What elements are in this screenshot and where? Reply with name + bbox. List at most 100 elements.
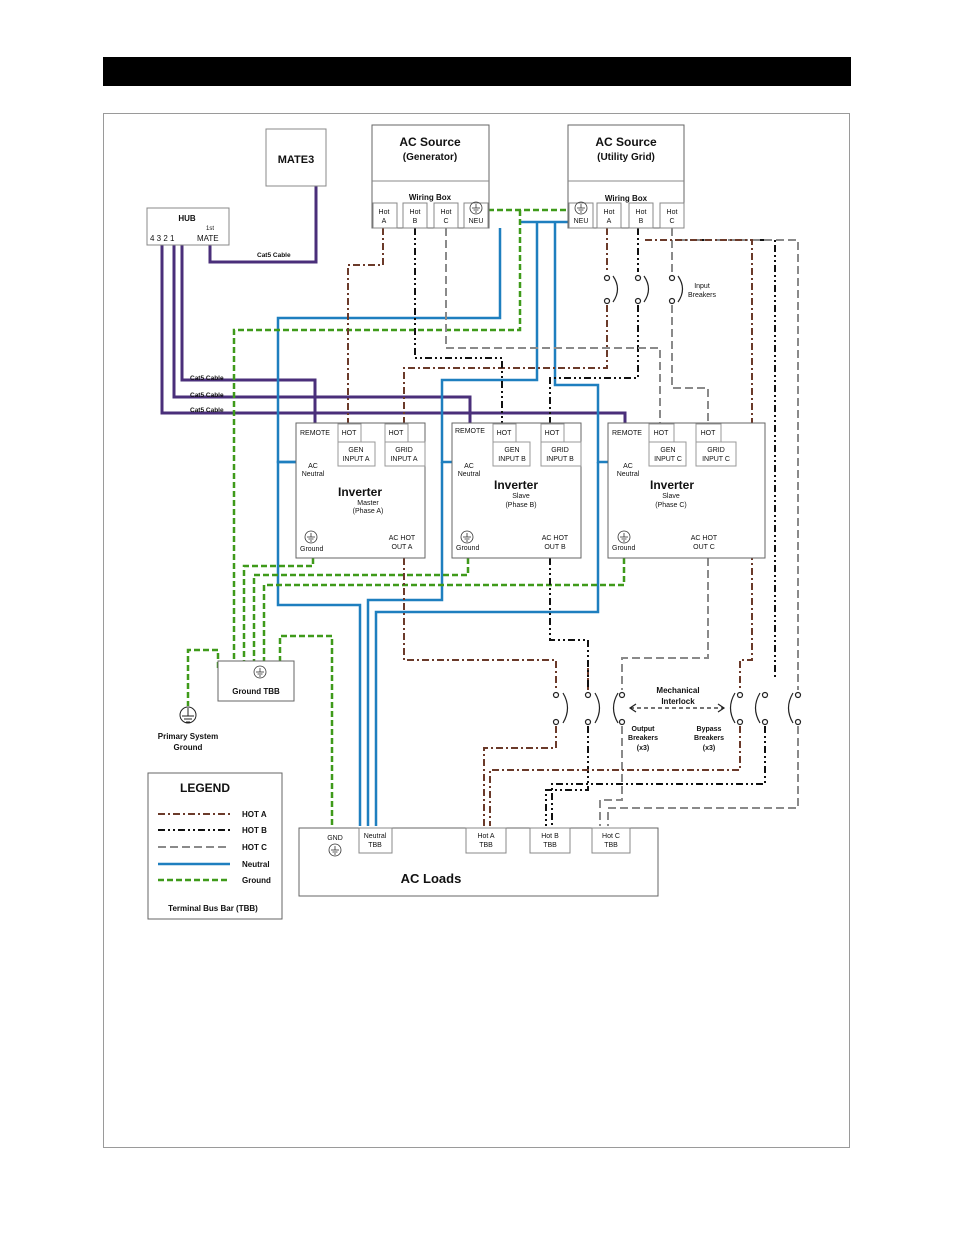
- legend-title: LEGEND: [180, 781, 230, 795]
- gen-hot-a-1: Hot: [379, 209, 390, 216]
- grid-neu: NEU: [574, 218, 589, 225]
- inv-c-hot-grid: HOT: [701, 430, 717, 437]
- inv-b-name: Inverter: [494, 478, 538, 492]
- inv-a-acn-1: AC: [308, 463, 318, 470]
- inv-a-grid-1: GRID: [395, 447, 413, 454]
- inv-c-gen-2: INPUT C: [654, 456, 682, 463]
- grid-hot-a-1: Hot: [604, 209, 615, 216]
- inv-c-out-2: OUT C: [693, 544, 715, 551]
- diagram-frame: [103, 113, 850, 1148]
- legend-ground: Ground: [242, 876, 271, 885]
- inv-b-acn-1: AC: [464, 463, 474, 470]
- gen-source-line2: (Generator): [403, 152, 457, 163]
- mate3-box: MATE3: [265, 128, 327, 187]
- neutral-tbb-1: Neutral: [364, 833, 387, 840]
- gen-hot-a-2: A: [382, 218, 387, 225]
- hot-c-tbb-1: Hot C: [602, 833, 620, 840]
- inv-c-phase: (Phase C): [655, 502, 687, 509]
- inv-c-ground: Ground: [612, 545, 635, 552]
- bypass-breakers-3: (x3): [703, 745, 715, 752]
- inv-a-phase: (Phase A): [353, 508, 384, 515]
- legend-hot-a: HOT A: [242, 810, 267, 819]
- legend: LEGEND HOT A HOT B HOT C Neutral Ground …: [147, 772, 283, 920]
- inv-a-name: Inverter: [338, 485, 382, 499]
- hub-mate: MATE: [197, 234, 219, 243]
- inv-b-gen-2: INPUT B: [498, 456, 526, 463]
- inv-c-role: Slave: [662, 493, 680, 500]
- inv-a-gen-1: GEN: [348, 447, 363, 454]
- cat5-label-1: Cat5 Cable: [190, 375, 224, 382]
- hub-mate-sup: 1st: [206, 226, 214, 232]
- input-breakers-line1: Input: [694, 283, 710, 290]
- inv-a-out-2: OUT A: [392, 544, 413, 551]
- inverter-b: REMOTE HOT GEN INPUT B HOT GRID INPUT B …: [451, 422, 582, 559]
- gen-neu: NEU: [469, 218, 484, 225]
- hub-box: HUB 4 3 2 1 1st MATE: [146, 207, 230, 246]
- hot-a-bypass: [489, 239, 753, 826]
- primary-ground-1: Primary System: [158, 732, 218, 741]
- gen-hot-b-1: Hot: [410, 209, 421, 216]
- inv-a-acn-2: Neutral: [302, 471, 325, 478]
- inv-c-grid-2: INPUT C: [702, 456, 730, 463]
- gen-source-line1: AC Source: [399, 135, 461, 149]
- inv-a-remote: REMOTE: [300, 430, 330, 437]
- primary-ground: Primary System Ground: [158, 706, 218, 752]
- legend-hot-b: HOT B: [242, 826, 267, 835]
- grid-hot-b-1: Hot: [636, 209, 647, 216]
- primary-ground-2: Ground: [174, 743, 203, 752]
- gen-hot-b-2: B: [413, 218, 418, 225]
- inv-b-ground: Ground: [456, 545, 479, 552]
- cat5-label-3: Cat5 Cable: [190, 407, 224, 414]
- inv-b-out-2: OUT B: [544, 544, 566, 551]
- hot-b-tbb-1: Hot B: [541, 833, 559, 840]
- hot-b-tbb-2: TBB: [543, 842, 557, 849]
- legend-hot-c: HOT C: [242, 843, 267, 852]
- inv-a-gen-2: INPUT A: [342, 456, 369, 463]
- output-breakers-2: Breakers: [628, 735, 658, 742]
- input-breakers: [603, 274, 684, 305]
- inv-b-grid-2: INPUT B: [546, 456, 574, 463]
- cat5-cables: [160, 186, 627, 424]
- hot-c-wires: [445, 228, 799, 826]
- output-bypass-breakers: [552, 691, 802, 726]
- bypass-breakers-2: Breakers: [694, 735, 724, 742]
- hot-c-tbb-2: TBB: [604, 842, 618, 849]
- neutral-tbb-2: TBB: [368, 842, 382, 849]
- output-breakers-3: (x3): [637, 745, 649, 752]
- gen-wiring-box: Wiring Box: [409, 193, 452, 202]
- mech-interlock-1: Mechanical: [656, 686, 699, 695]
- bypass-breakers-1: Bypass: [697, 726, 722, 733]
- hot-a-tbb-1: Hot A: [477, 833, 494, 840]
- inv-c-grid-1: GRID: [707, 447, 725, 454]
- inv-b-remote: REMOTE: [455, 428, 485, 435]
- inv-c-hot-gen: HOT: [654, 430, 670, 437]
- inverter-a: REMOTE HOT GEN INPUT A HOT GRID INPUT A …: [295, 422, 426, 559]
- ac-loads-box: GND Neutral TBB Hot A TBB Hot B TBB Hot …: [298, 827, 659, 897]
- inv-c-acn-1: AC: [623, 463, 633, 470]
- inv-b-gen-1: GEN: [504, 447, 519, 454]
- inv-c-remote: REMOTE: [612, 430, 642, 437]
- inv-b-role: Slave: [512, 493, 530, 500]
- inv-b-hot-grid: HOT: [545, 430, 561, 437]
- inv-a-role: Master: [357, 500, 379, 507]
- inv-c-name: Inverter: [650, 478, 694, 492]
- grid-source-line1: AC Source: [595, 135, 657, 149]
- grid-source-box: AC Source (Utility Grid) Wiring Box NEU …: [567, 124, 685, 229]
- grid-wiring-box: Wiring Box: [605, 194, 648, 203]
- inv-c-out-1: AC HOT: [691, 535, 718, 542]
- output-breakers-1: Output: [632, 726, 656, 733]
- legend-footer: Terminal Bus Bar (TBB): [168, 904, 258, 913]
- input-breakers-line2: Breakers: [688, 292, 717, 299]
- title-bar: [103, 57, 851, 86]
- cat5-label-hub: Cat5 Cable: [257, 252, 291, 259]
- inv-a-grid-2: INPUT A: [390, 456, 417, 463]
- inv-b-out-1: AC HOT: [542, 535, 569, 542]
- gen-source-box: AC Source (Generator) Wiring Box Hot A H…: [371, 124, 490, 229]
- grid-hot-b-2: B: [639, 218, 644, 225]
- inv-c-acn-2: Neutral: [617, 471, 640, 478]
- inv-a-out-1: AC HOT: [389, 535, 416, 542]
- gen-hot-c-2: C: [443, 218, 448, 225]
- cat5-label-2: Cat5 Cable: [190, 392, 224, 399]
- inv-a-ground: Ground: [300, 546, 323, 553]
